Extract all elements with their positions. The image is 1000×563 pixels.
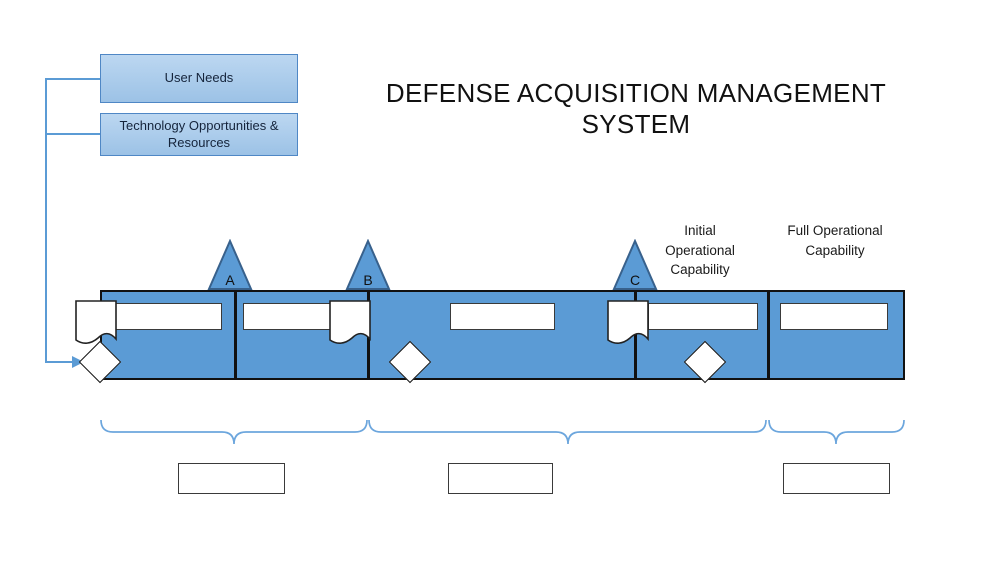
milestone-c-label: C xyxy=(629,272,641,288)
tech-opportunities-label: Technology Opportunities & Resources xyxy=(119,117,279,150)
user-needs-label: User Needs xyxy=(164,70,234,86)
document-shape-icon xyxy=(75,300,117,344)
milestone-b-triangle: B xyxy=(345,239,391,291)
bottom-label-box-3 xyxy=(783,463,890,494)
tech-opportunities-box: Technology Opportunities & Resources xyxy=(100,113,298,156)
milestone-a-label: A xyxy=(225,272,235,288)
phase-divider xyxy=(767,292,770,378)
phase-brace-2 xyxy=(368,419,767,445)
phase-label-box-4 xyxy=(648,303,758,330)
triangle-icon xyxy=(612,239,658,290)
phase-brace-3 xyxy=(768,419,905,445)
phase-label-box-5 xyxy=(780,303,888,330)
phase-divider xyxy=(234,292,237,378)
triangle-icon xyxy=(345,239,391,290)
phase-label-box-2 xyxy=(243,303,332,330)
initial-operational-capability-label: Initial Operational Capability xyxy=(665,223,735,278)
full-operational-capability-label: Full Operational Capability xyxy=(787,223,883,258)
milestone-b-label: B xyxy=(363,272,373,288)
triangle-icon xyxy=(207,239,253,290)
milestone-c-triangle: C xyxy=(612,239,658,291)
acquisition-process-bar xyxy=(100,290,905,380)
phase-brace-1 xyxy=(100,419,368,445)
bottom-label-box-2 xyxy=(448,463,553,494)
document-shape-icon xyxy=(329,300,371,344)
phase-label-box-3 xyxy=(450,303,555,330)
diagram-title: DEFENSE ACQUISITION MANAGEMENT SYSTEM xyxy=(385,78,887,139)
document-shape-icon xyxy=(607,300,649,344)
user-needs-box: User Needs xyxy=(100,54,298,103)
phase-label-box-1 xyxy=(112,303,222,330)
milestone-a-triangle: A xyxy=(207,239,253,291)
bottom-label-box-1 xyxy=(178,463,285,494)
